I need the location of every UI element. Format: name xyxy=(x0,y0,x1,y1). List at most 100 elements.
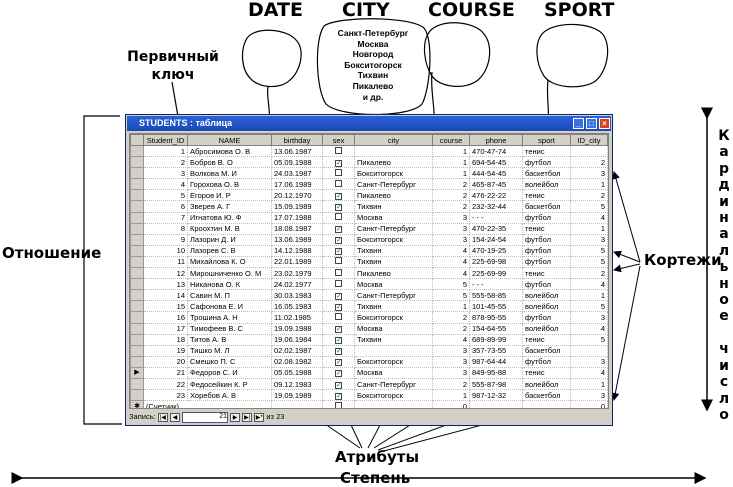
cell-sex[interactable]: ✓ xyxy=(322,234,355,246)
sex-checkbox[interactable] xyxy=(335,168,342,176)
cell-sex[interactable]: ✓ xyxy=(322,223,355,235)
cell-name[interactable]: Савин М. П xyxy=(187,289,272,302)
cell-phone[interactable]: 154-24-54 xyxy=(469,234,523,246)
sex-checkbox[interactable] xyxy=(335,213,342,221)
cell-birthday[interactable] xyxy=(271,400,323,408)
cell-sport[interactable]: волейбол xyxy=(522,300,571,313)
cell-id-city[interactable]: 1 xyxy=(570,178,608,191)
cell-name[interactable]: Федоров С. И xyxy=(187,367,272,379)
sex-checkbox[interactable]: ✓ xyxy=(335,237,342,245)
cell-name[interactable]: Трошина А. Н xyxy=(187,311,272,324)
cell-sport[interactable]: баскетбол xyxy=(522,200,571,213)
cell-birthday[interactable]: 17.07.1988 xyxy=(271,212,323,224)
cell-phone[interactable]: 555-58-85 xyxy=(469,289,523,302)
cell-course[interactable]: 1 xyxy=(432,156,470,169)
row-selector[interactable] xyxy=(130,167,144,180)
cell-sport[interactable]: футбол xyxy=(522,311,571,324)
cell-birthday[interactable]: 15.09.1989 xyxy=(271,200,323,213)
cell-course[interactable]: 2 xyxy=(432,178,470,191)
cell-city[interactable]: Тихвин xyxy=(354,334,433,346)
cell-name[interactable]: Абросимова О. В xyxy=(187,145,272,158)
cell-sex[interactable] xyxy=(322,267,355,280)
cell-student-id[interactable]: 10 xyxy=(143,245,188,257)
cell-phone[interactable]: - - - xyxy=(469,212,523,224)
cell-name[interactable]: Егоров И. Р xyxy=(187,189,272,202)
cell-student-id[interactable]: 19 xyxy=(143,345,188,357)
cell-sport[interactable]: футбол xyxy=(522,234,571,246)
new-row-selector[interactable]: ✱ xyxy=(130,400,144,408)
row-selector[interactable] xyxy=(130,311,144,324)
minimize-icon[interactable]: _ xyxy=(573,118,584,129)
maximize-icon[interactable]: □ xyxy=(586,118,597,129)
cell-city[interactable]: Москва xyxy=(354,212,433,224)
cell-student-id[interactable]: 1 xyxy=(143,145,188,158)
cell-course[interactable]: 1 xyxy=(432,300,470,313)
cell-course[interactable]: 4 xyxy=(432,245,470,257)
sex-checkbox[interactable] xyxy=(335,146,342,154)
cell-course[interactable]: 2 xyxy=(432,323,470,335)
cell-sport[interactable]: волейбол xyxy=(522,323,571,335)
cell-city[interactable]: Санкт-Петербург xyxy=(354,178,433,191)
sex-checkbox[interactable]: ✓ xyxy=(335,292,342,300)
cell-sex[interactable]: ✓ xyxy=(322,323,355,335)
cell-course[interactable]: 4 xyxy=(432,267,470,280)
cell-sport[interactable]: футбол xyxy=(522,156,571,169)
cell-sport[interactable]: футбол xyxy=(522,278,571,291)
cell-birthday[interactable]: 13.06.1987 xyxy=(271,145,323,158)
cell-id-city[interactable]: 5 xyxy=(570,300,608,313)
cell-sex[interactable] xyxy=(322,167,355,180)
cell-student-id[interactable]: 16 xyxy=(143,311,188,324)
cell-birthday[interactable]: 18.08.1987 xyxy=(271,223,323,235)
cell-name[interactable]: Смешко П. С xyxy=(187,356,272,368)
cell-id-city[interactable]: 4 xyxy=(570,212,608,224)
cell-course[interactable]: 3 xyxy=(432,234,470,246)
cell-birthday[interactable]: 13.06.1989 xyxy=(271,234,323,246)
next-record-icon[interactable]: ▶ xyxy=(230,412,241,422)
cell-city[interactable]: Бокситогорск xyxy=(354,389,433,402)
cell-sex[interactable]: ✓ xyxy=(322,334,355,346)
cell-sport[interactable]: волейбол xyxy=(522,378,571,391)
cell-name[interactable]: Волкова М. И xyxy=(187,167,272,180)
cell-birthday[interactable]: 17.06.1989 xyxy=(271,178,323,191)
cell-name[interactable]: Игнатова Ю. Ф xyxy=(187,212,272,224)
cell-id-city[interactable]: 4 xyxy=(570,323,608,335)
cell-sex[interactable]: ✓ xyxy=(322,156,355,169)
cell-sport[interactable]: футбол xyxy=(522,212,571,224)
column-header-name[interactable]: NAME xyxy=(187,134,272,146)
cell-birthday[interactable]: 19.06.1984 xyxy=(271,334,323,346)
cell-name[interactable]: Тишко М. Л xyxy=(187,345,272,357)
cell-student-id[interactable]: 22 xyxy=(143,378,188,391)
cell-student-id[interactable]: 11 xyxy=(143,256,188,269)
cell-course[interactable]: 0 xyxy=(432,400,470,408)
cell-sport[interactable]: тенис xyxy=(522,367,571,379)
cell-phone[interactable]: 465-87-45 xyxy=(469,178,523,191)
cell-counter[interactable]: (Счетчик) xyxy=(143,400,272,408)
cell-id-city[interactable]: 3 xyxy=(570,356,608,368)
cell-phone[interactable] xyxy=(469,400,523,408)
cell-id-city[interactable]: 5 xyxy=(570,245,608,257)
cell-birthday[interactable]: 19.09.1988 xyxy=(271,323,323,335)
cell-id-city[interactable]: 5 xyxy=(570,200,608,213)
cell-sex[interactable]: ✓ xyxy=(322,389,355,402)
cell-id-city[interactable]: 1 xyxy=(570,289,608,302)
cell-birthday[interactable]: 23.02.1979 xyxy=(271,267,323,280)
sex-checkbox[interactable]: ✓ xyxy=(335,337,342,345)
cell-course[interactable]: 3 xyxy=(432,212,470,224)
sex-checkbox[interactable]: ✓ xyxy=(335,204,342,212)
row-selector[interactable] xyxy=(130,289,144,302)
cell-name[interactable]: Лазорев С. В xyxy=(187,245,272,257)
cell-course[interactable]: 4 xyxy=(432,334,470,346)
